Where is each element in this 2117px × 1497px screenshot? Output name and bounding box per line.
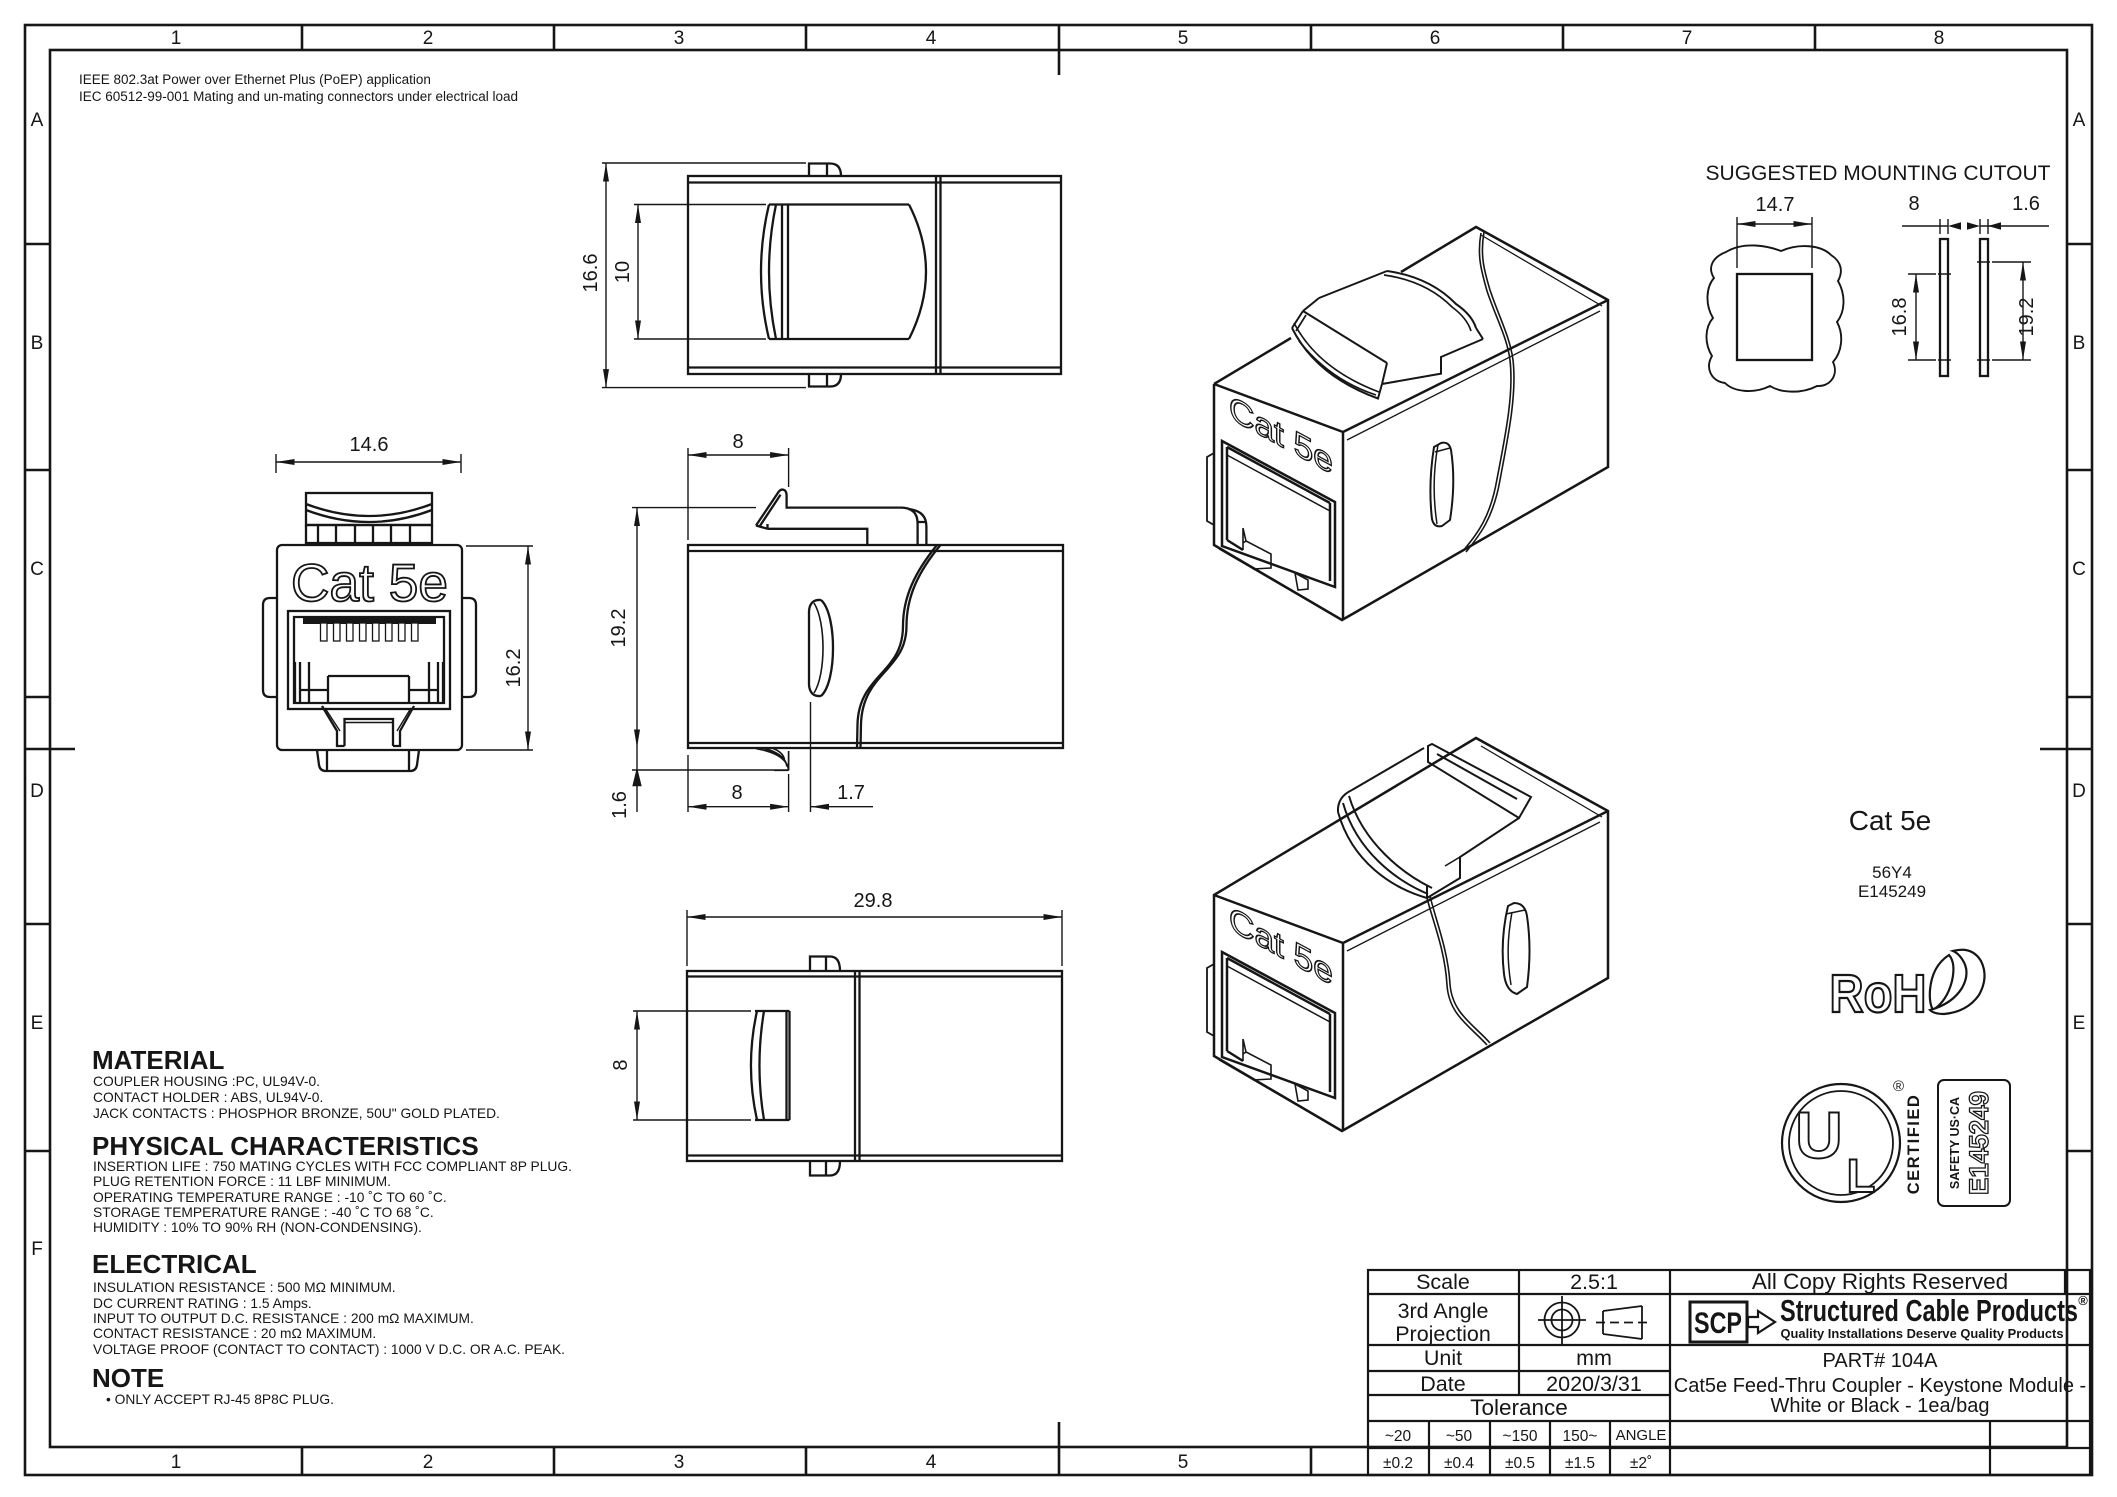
svg-text:Cat5e Feed-Thru Coupler - Keys: Cat5e Feed-Thru Coupler - Keystone Modul…: [1674, 1375, 2086, 1397]
svg-text:All Copy Rights Reserved: All Copy Rights Reserved: [1752, 1269, 2008, 1294]
svg-text:IEC 60512-99-001 Mating and un: IEC 60512-99-001 Mating and un-mating co…: [79, 89, 518, 104]
svg-text:Tolerance: Tolerance: [1470, 1395, 1568, 1420]
svg-text:1.7: 1.7: [837, 782, 865, 804]
svg-text:B: B: [31, 333, 44, 354]
svg-text:Date: Date: [1420, 1372, 1465, 1396]
svg-text:2020/3/31: 2020/3/31: [1546, 1372, 1642, 1396]
svg-text:VOLTAGE PROOF (CONTACT TO CONT: VOLTAGE PROOF (CONTACT TO CONTACT) : 100…: [93, 1342, 565, 1357]
svg-text:SUGGESTED MOUNTING CUTOUT: SUGGESTED MOUNTING CUTOUT: [1706, 162, 2051, 185]
svg-text:CONTACT RESISTANCE : 20 mΩ MAX: CONTACT RESISTANCE : 20 mΩ MAXIMUM.: [93, 1326, 376, 1341]
svg-text:~20: ~20: [1385, 1428, 1412, 1445]
svg-text:IEEE 802.3at Power over Ethern: IEEE 802.3at Power over Ethernet Plus (P…: [79, 72, 431, 87]
svg-text:CONTACT HOLDER : ABS, UL94V-0.: CONTACT HOLDER : ABS, UL94V-0.: [93, 1090, 323, 1105]
svg-text:1: 1: [171, 1452, 182, 1473]
svg-text:®: ®: [1893, 1078, 1904, 1095]
svg-text:DC CURRENT RATING : 1.5 Amps.: DC CURRENT RATING : 1.5 Amps.: [93, 1296, 312, 1311]
svg-text:Scale: Scale: [1416, 1270, 1470, 1294]
svg-text:mm: mm: [1576, 1346, 1612, 1370]
svg-text:2.5:1: 2.5:1: [1570, 1270, 1618, 1294]
svg-text:Unit: Unit: [1424, 1346, 1462, 1370]
svg-text:RoH: RoH: [1830, 964, 1927, 1024]
svg-text:D: D: [30, 781, 44, 802]
svg-text:INSULATION RESISTANCE : 500 MΩ: INSULATION RESISTANCE : 500 MΩ MINIMUM.: [93, 1280, 396, 1295]
svg-text:4: 4: [926, 1452, 937, 1473]
svg-text:E145249: E145249: [1858, 882, 1926, 901]
svg-text:CERTIFIED: CERTIFIED: [1905, 1094, 1923, 1195]
svg-text:E145249: E145249: [1964, 1091, 1994, 1195]
svg-text:16.8: 16.8: [1889, 298, 1911, 337]
svg-text:3: 3: [674, 1452, 685, 1473]
svg-text:Structured Cable Products: Structured Cable Products: [1780, 1293, 2078, 1328]
svg-text:5: 5: [1178, 1452, 1189, 1473]
svg-text:150~: 150~: [1563, 1428, 1598, 1445]
svg-text:1: 1: [171, 28, 182, 49]
svg-text:U: U: [1795, 1098, 1843, 1172]
svg-text:INPUT TO OUTPUT D.C. RESISTANC: INPUT TO OUTPUT D.C. RESISTANCE : 200 mΩ…: [93, 1311, 474, 1326]
svg-text:ANGLE: ANGLE: [1616, 1427, 1667, 1444]
svg-text:4: 4: [926, 28, 937, 49]
svg-text:~150: ~150: [1503, 1428, 1538, 1445]
svg-text:C: C: [2072, 559, 2086, 580]
svg-text:MATERIAL: MATERIAL: [92, 1045, 225, 1075]
svg-text:56Y4: 56Y4: [1872, 863, 1912, 882]
svg-text:8: 8: [732, 431, 743, 453]
svg-text:±0.2: ±0.2: [1383, 1455, 1413, 1472]
svg-text:L: L: [1847, 1149, 1876, 1202]
svg-text:±2˚: ±2˚: [1630, 1455, 1652, 1472]
svg-text:Cat 5e: Cat 5e: [291, 554, 448, 613]
svg-text:E: E: [31, 1013, 44, 1034]
svg-text:COUPLER HOUSING :PC, UL94V-0.: COUPLER HOUSING :PC, UL94V-0.: [93, 1074, 320, 1089]
svg-text:F: F: [31, 1239, 43, 1260]
svg-text:A: A: [31, 110, 44, 131]
svg-text:®: ®: [2078, 1293, 2088, 1308]
svg-text:INSERTION LIFE : 750 MATING CY: INSERTION LIFE : 750 MATING CYCLES WITH …: [93, 1159, 572, 1174]
svg-text:NOTE: NOTE: [92, 1363, 164, 1393]
svg-text:16.6: 16.6: [580, 254, 602, 293]
svg-text:3rd Angle: 3rd Angle: [1398, 1299, 1489, 1323]
svg-text:A: A: [2073, 110, 2086, 131]
svg-text:14.7: 14.7: [1756, 194, 1795, 216]
svg-text:• ONLY ACCEPT RJ-45 8P8C PLUG: • ONLY ACCEPT RJ-45 8P8C PLUG.: [106, 1392, 334, 1407]
svg-text:PLUG RETENTION FORCE : 11 LBF: PLUG RETENTION FORCE : 11 LBF MINIMUM.: [93, 1174, 391, 1189]
svg-text:2: 2: [423, 28, 434, 49]
svg-text:10: 10: [612, 261, 634, 283]
svg-text:JACK CONTACTS : PHOSPHOR BRONZ: JACK CONTACTS : PHOSPHOR BRONZE, 50U" GO…: [93, 1106, 500, 1121]
svg-text:OPERATING TEMPERATURE RANGE :: OPERATING TEMPERATURE RANGE : -10 ˚C TO …: [93, 1190, 447, 1205]
svg-text:1.6: 1.6: [2012, 193, 2040, 215]
svg-text:PHYSICAL CHARACTERISTICS: PHYSICAL CHARACTERISTICS: [92, 1131, 479, 1161]
svg-text:ELECTRICAL: ELECTRICAL: [92, 1249, 257, 1279]
svg-text:±1.5: ±1.5: [1565, 1455, 1595, 1472]
svg-text:D: D: [2072, 781, 2086, 802]
svg-text:±0.5: ±0.5: [1505, 1455, 1535, 1472]
svg-text:SAFETY US·CA: SAFETY US·CA: [1948, 1097, 1962, 1189]
svg-text:PART# 104A: PART# 104A: [1823, 1350, 1939, 1372]
svg-text:E: E: [2073, 1013, 2086, 1034]
svg-text:8: 8: [1934, 28, 1945, 49]
svg-text:C: C: [30, 559, 44, 580]
svg-text:White or Black - 1ea/bag: White or Black - 1ea/bag: [1771, 1395, 1990, 1417]
svg-text:16.2: 16.2: [503, 649, 525, 688]
svg-text:14.6: 14.6: [350, 434, 389, 456]
svg-text:~50: ~50: [1446, 1428, 1473, 1445]
svg-text:29.8: 29.8: [854, 890, 893, 912]
svg-text:3: 3: [674, 28, 685, 49]
svg-text:1.6: 1.6: [609, 791, 631, 819]
svg-text:2: 2: [423, 1452, 434, 1473]
svg-text:Cat 5e: Cat 5e: [1849, 805, 1932, 836]
svg-text:6: 6: [1430, 28, 1441, 49]
svg-text:8: 8: [731, 782, 742, 804]
svg-text:19.2: 19.2: [608, 609, 630, 648]
svg-text:5: 5: [1178, 28, 1189, 49]
svg-text:STORAGE TEMPERATURE RANGE : -4: STORAGE TEMPERATURE RANGE : -40 ˚C TO 68…: [93, 1205, 434, 1220]
svg-text:HUMIDITY : 10% TO 90% RH (NON-: HUMIDITY : 10% TO 90% RH (NON-CONDENSING…: [93, 1220, 422, 1235]
svg-text:8: 8: [1908, 193, 1919, 215]
svg-text:±0.4: ±0.4: [1444, 1455, 1474, 1472]
svg-text:Projection: Projection: [1395, 1322, 1491, 1346]
svg-text:Quality Installations Deserve: Quality Installations Deserve Quality Pr…: [1781, 1327, 2064, 1341]
svg-text:B: B: [2073, 333, 2086, 354]
svg-text:19.2: 19.2: [2016, 298, 2038, 337]
svg-text:7: 7: [1682, 28, 1693, 49]
svg-text:8: 8: [610, 1059, 632, 1070]
svg-text:SCP: SCP: [1694, 1307, 1742, 1340]
